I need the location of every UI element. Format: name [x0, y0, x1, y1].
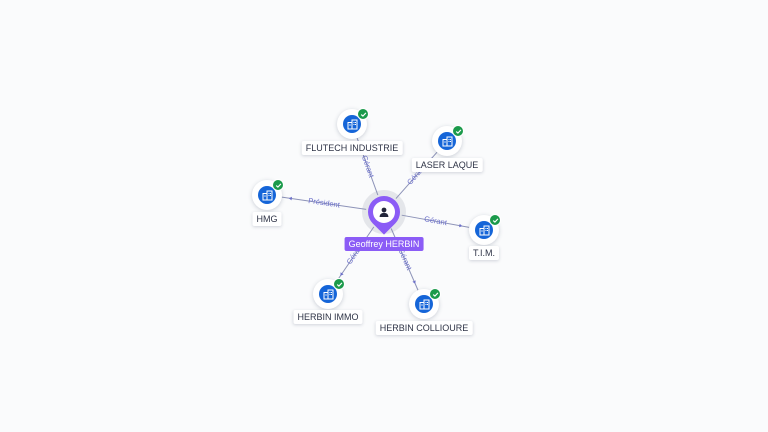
- company-node-hmg[interactable]: [252, 179, 284, 210]
- person-node-geoffrey-herbin[interactable]: [361, 189, 407, 235]
- relation-label-flutech: Gérant: [360, 154, 377, 179]
- company-label-herbin-immo[interactable]: HERBIN IMMO: [293, 310, 363, 324]
- relation-arrow-collioure: [412, 280, 416, 284]
- check-badge-icon: [333, 278, 345, 290]
- relation-label-tim: Gérant: [423, 214, 448, 227]
- company-label-herbin-collioure[interactable]: HERBIN COLLIOURE: [375, 321, 473, 335]
- company-node-herbin-immo[interactable]: [313, 278, 345, 309]
- check-badge-icon: [429, 288, 441, 300]
- check-badge-icon: [272, 179, 284, 191]
- building-icon: [258, 186, 276, 204]
- check-badge-icon: [452, 125, 464, 137]
- company-label-hmg[interactable]: HMG: [252, 212, 282, 226]
- building-icon: [343, 115, 361, 133]
- person-label[interactable]: Geoffrey HERBIN: [344, 237, 424, 251]
- company-label-flutech-industrie[interactable]: FLUTECH INDUSTRIE: [301, 141, 403, 155]
- relation-label-hmg: Président: [308, 196, 342, 210]
- company-node-flutech-industrie[interactable]: [337, 108, 369, 139]
- relation-edge-immo: [336, 226, 375, 282]
- relation-edge-hmg: [281, 196, 367, 210]
- building-icon: [415, 295, 433, 313]
- building-icon: [319, 285, 337, 303]
- company-label-tim[interactable]: T.I.M.: [469, 246, 499, 260]
- check-badge-icon: [489, 214, 501, 226]
- building-icon: [438, 132, 456, 150]
- relation-edge-tim: [401, 214, 470, 228]
- building-icon: [475, 221, 493, 239]
- company-node-tim[interactable]: [469, 214, 501, 245]
- relation-arrow-hmg: [288, 196, 292, 201]
- person-icon: [373, 201, 395, 223]
- relation-arrow-tim: [459, 223, 463, 228]
- company-node-laser-laque[interactable]: [432, 125, 464, 156]
- company-node-herbin-collioure[interactable]: [409, 288, 441, 319]
- check-badge-icon: [357, 108, 369, 120]
- company-label-laser-laque[interactable]: LASER LAQUE: [411, 158, 483, 172]
- relation-arrow-immo: [340, 272, 344, 276]
